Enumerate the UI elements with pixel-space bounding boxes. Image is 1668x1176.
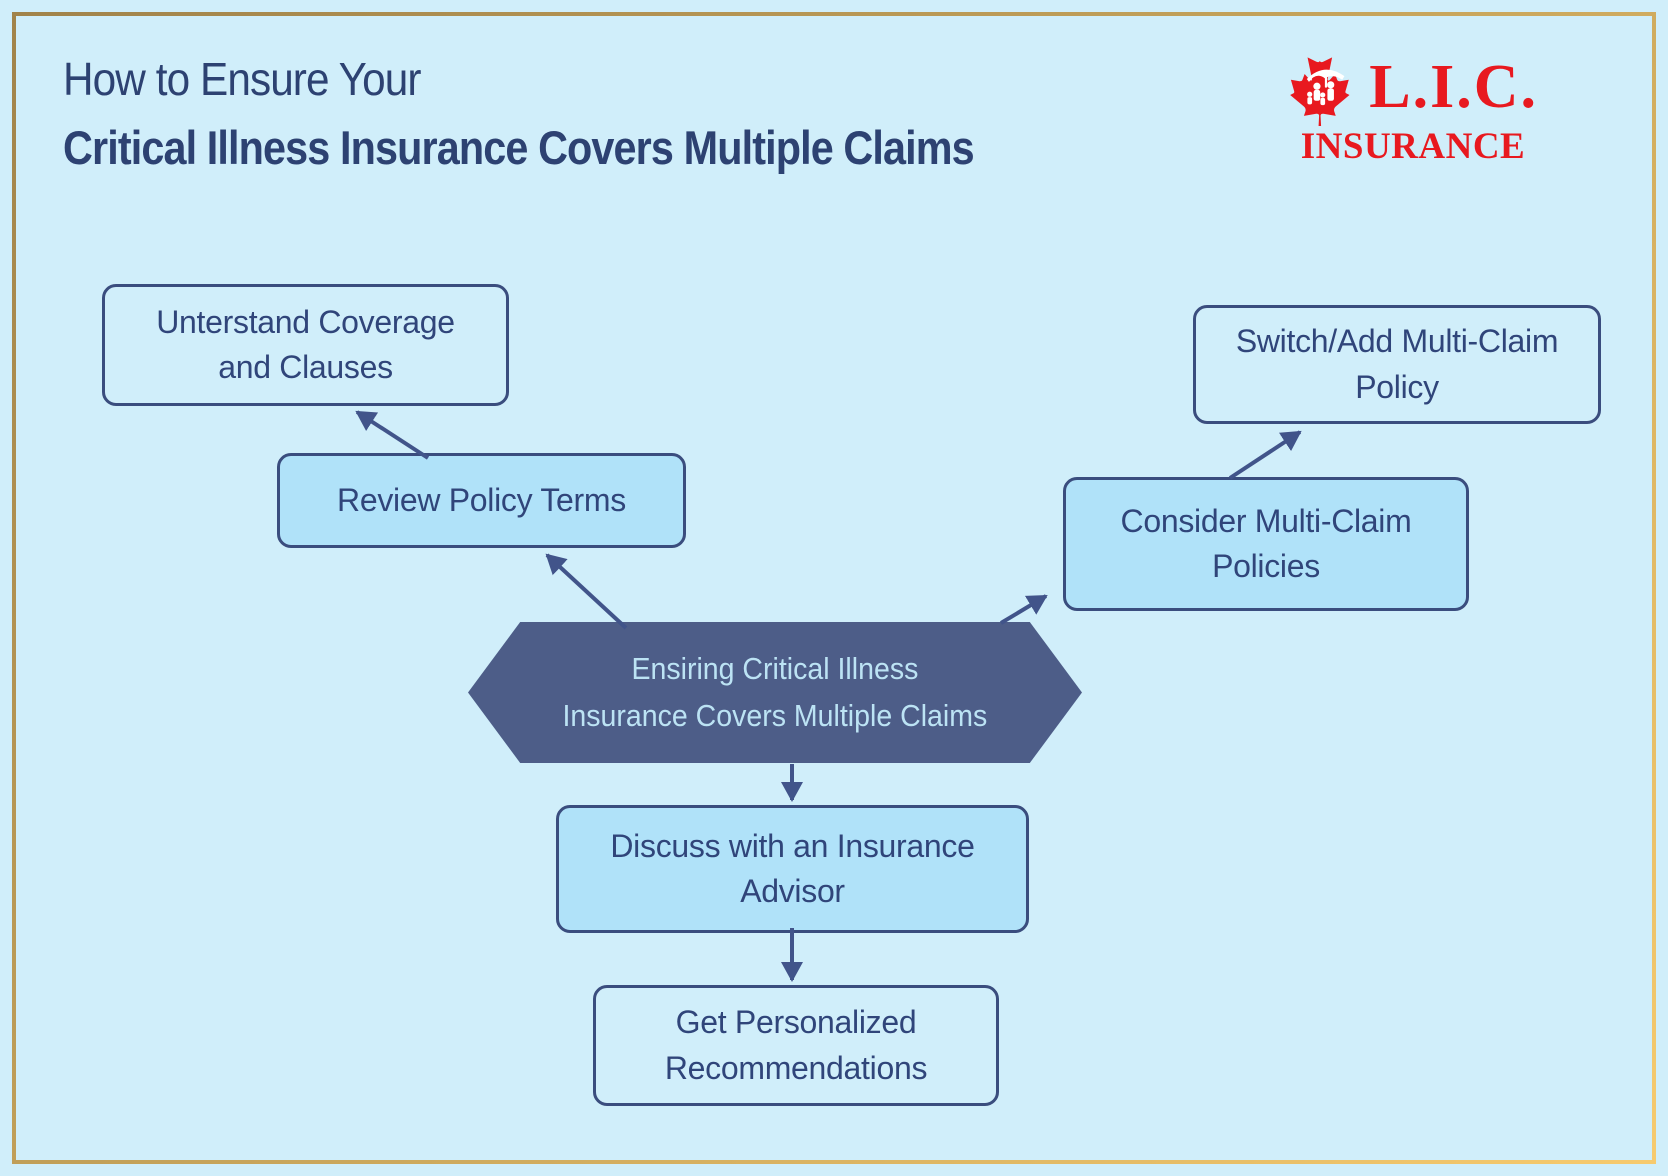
node-switch-add-policy: Switch/Add Multi-Claim Policy: [1193, 305, 1601, 424]
title-line1: How to Ensure Your: [63, 53, 421, 105]
node-discuss-advisor: Discuss with an Insurance Advisor: [556, 805, 1029, 933]
logo-name: L.I.C.: [1369, 53, 1538, 121]
node-label: Advisor: [740, 873, 845, 909]
node-label: Discuss with an Insurance: [610, 827, 975, 864]
family-under-umbrella-glyph: [1306, 69, 1345, 106]
node-label: Switch/Add Multi-Claim: [1235, 323, 1559, 360]
node-understand-coverage: Unterstand Coverage and Clauses: [102, 284, 509, 406]
arrow-review-to-understand: [355, 410, 430, 460]
title-line2: Critical Illness Insurance Covers Multip…: [63, 121, 975, 174]
node-center-hexagon: Ensiring Critical Illness Insurance Cove…: [468, 622, 1082, 763]
node-label: Recommendations: [664, 1049, 928, 1086]
node-label: and Clauses: [218, 349, 393, 385]
node-label: Policies: [1212, 548, 1320, 584]
arrow-consider-to-switch: [1228, 430, 1302, 480]
node-label: Get Personalized: [675, 1004, 917, 1041]
node-get-recommendations: Get Personalized Recommendations: [593, 985, 999, 1106]
node-consider-policies: Consider Multi-Claim Policies: [1063, 477, 1469, 611]
node-label: Unterstand Coverage: [156, 303, 455, 340]
maple-leaf-icon: [1290, 50, 1350, 126]
lic-logo: L.I.C. INSURANCE: [1288, 48, 1538, 165]
node-review-policy-terms: Review Policy Terms: [277, 453, 686, 548]
node-label: Consider Multi-Claim: [1120, 502, 1412, 539]
hexagon-label: Insurance Covers Multiple Claims: [562, 697, 988, 733]
arrow-center-to-review: [545, 553, 628, 630]
page-title: How to Ensure Your Critical Illness Insu…: [63, 52, 1098, 175]
hexagon-label: Ensiring Critical Illness: [631, 651, 919, 686]
node-label: Review Policy Terms: [337, 481, 626, 518]
logo-subtitle: INSURANCE: [1300, 126, 1526, 167]
arrow-center-to-consider: [999, 594, 1048, 625]
node-label: Policy: [1355, 368, 1439, 405]
